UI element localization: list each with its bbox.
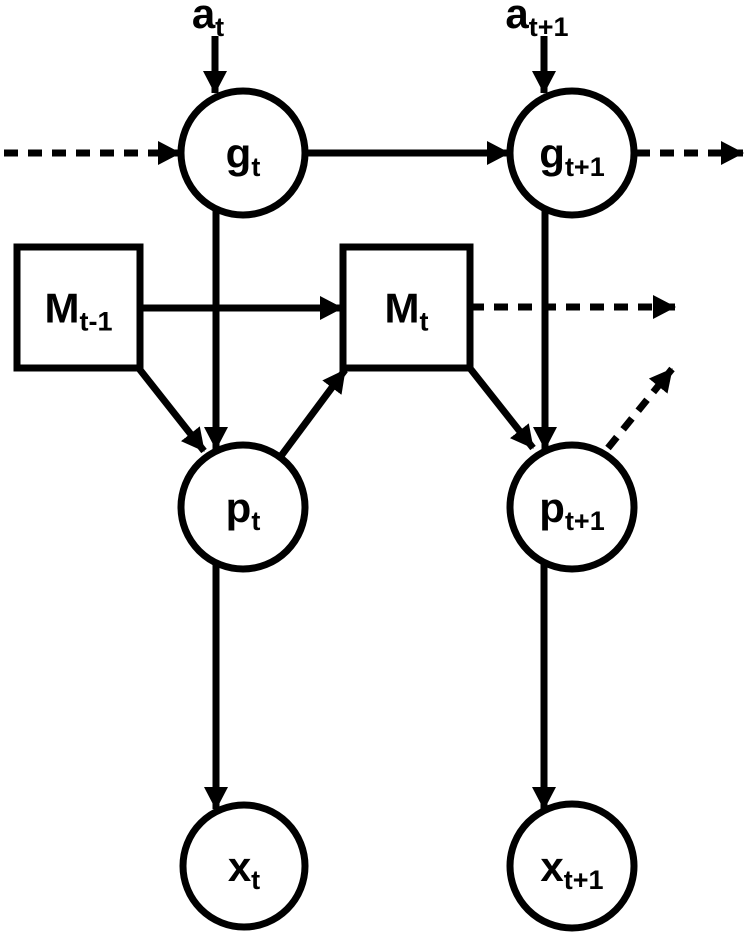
- M_t-square: [339, 243, 474, 372]
- node-a_t1: at+1: [505, 0, 568, 42]
- node-a_t: at: [192, 0, 224, 42]
- node-x_t1: xt+1: [506, 800, 638, 932]
- g_t-label: gt: [226, 130, 261, 182]
- g_t-circle: [177, 87, 309, 219]
- x_t1-label: xt+1: [540, 843, 603, 895]
- node-M_t: Mt: [339, 243, 474, 372]
- p_t1-circle: [506, 441, 638, 573]
- node-x_t: xt: [179, 801, 309, 931]
- x_t1-circle: [506, 800, 638, 932]
- node-p_t: pt: [177, 441, 309, 573]
- nodes-layer: at at+1 gt gt+1Mt-1 Mt pt pt+1 xt xt+1: [13, 0, 638, 932]
- node-p_t1: pt+1: [506, 441, 638, 573]
- edge-p_t-to-M_t: [278, 367, 348, 459]
- node-g_t: gt: [177, 87, 309, 219]
- edges-layer: [4, 36, 744, 810]
- M_t-1-label: Mt-1: [45, 285, 113, 337]
- edge-M_t-1-to-p_t: [134, 363, 207, 454]
- edge-p_t1-to-future: [605, 366, 675, 451]
- a_t1-label: at+1: [505, 0, 568, 42]
- edge-M_t-to-p_t1: [466, 364, 536, 451]
- M_t-1-square: [13, 243, 144, 372]
- x_t-label: xt: [228, 843, 260, 895]
- p_t1-label: pt+1: [539, 484, 604, 536]
- node-g_t1: gt+1: [506, 87, 638, 219]
- node-M_t-1: Mt-1: [13, 243, 144, 372]
- p_t-circle: [177, 441, 309, 573]
- g_t1-circle: [506, 87, 638, 219]
- x_t-circle: [179, 801, 309, 931]
- p_t-label: pt: [226, 484, 261, 536]
- a_t-label: at: [192, 0, 224, 42]
- M_t-label: Mt: [385, 285, 429, 337]
- g_t1-label: gt+1: [539, 130, 604, 182]
